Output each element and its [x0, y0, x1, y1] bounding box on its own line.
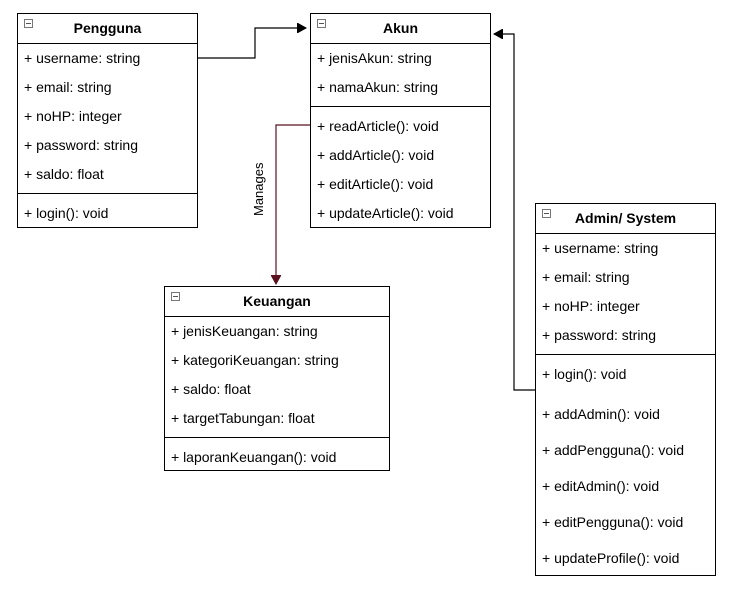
attribute-row: + noHP: integer	[542, 298, 640, 314]
collapse-icon[interactable]	[24, 19, 33, 28]
method-row: + editPengguna(): void	[542, 514, 684, 530]
class-title: Akun	[383, 20, 418, 36]
section-divider	[536, 354, 715, 355]
attribute-row: + jenisKeuangan: string	[171, 323, 318, 339]
section-divider	[311, 106, 490, 107]
attribute-row: + jenisAkun: string	[317, 50, 432, 66]
attribute-row: + noHP: integer	[24, 108, 122, 124]
class-akun[interactable]: Akun + jenisAkun: string + namaAkun: str…	[310, 13, 491, 228]
attribute-row: + email: string	[24, 79, 112, 95]
attribute-row: + username: string	[542, 240, 659, 256]
section-divider	[18, 193, 197, 194]
pengguna-to-akun-edge	[198, 28, 306, 59]
method-row: + updateArticle(): void	[317, 205, 454, 221]
method-row: + login(): void	[542, 366, 627, 382]
method-row: + addPengguna(): void	[542, 442, 685, 458]
class-pengguna-header: Pengguna	[18, 14, 197, 44]
attribute-row: + email: string	[542, 269, 630, 285]
attribute-row: + kategoriKeuangan: string	[171, 352, 339, 368]
method-row: + editArticle(): void	[317, 176, 434, 192]
attribute-row: + targetTabungan: float	[171, 410, 315, 426]
method-row: + updateProfile(): void	[542, 550, 680, 566]
collapse-icon[interactable]	[317, 19, 326, 28]
class-admin-system[interactable]: Admin/ System + username: string + email…	[535, 203, 716, 576]
method-row: + addArticle(): void	[317, 147, 435, 163]
collapse-icon[interactable]	[542, 209, 551, 218]
method-row: + editAdmin(): void	[542, 478, 660, 494]
admin-to-akun-edge	[494, 34, 536, 391]
class-keuangan[interactable]: Keuangan + jenisKeuangan: string + kateg…	[164, 286, 390, 471]
class-admin-header: Admin/ System	[536, 204, 715, 234]
attribute-row: + namaAkun: string	[317, 79, 439, 95]
method-row: + laporanKeuangan(): void	[171, 449, 337, 465]
attribute-row: + password: string	[542, 327, 656, 343]
collapse-icon[interactable]	[171, 292, 180, 301]
attribute-row: + username: string	[24, 50, 141, 66]
section-divider	[165, 437, 389, 438]
attribute-row: + saldo: float	[171, 381, 251, 397]
class-title: Keuangan	[243, 293, 311, 309]
attribute-row: + password: string	[24, 137, 138, 153]
method-row: + readArticle(): void	[317, 118, 439, 134]
method-row: + login(): void	[24, 205, 109, 221]
class-pengguna[interactable]: Pengguna + username: string + email: str…	[17, 13, 198, 228]
class-title: Pengguna	[73, 20, 142, 36]
class-akun-header: Akun	[311, 14, 490, 44]
class-title: Admin/ System	[574, 210, 677, 226]
attribute-row: + saldo: float	[24, 166, 104, 182]
manages-label: Manages	[251, 162, 266, 216]
method-row: + addAdmin(): void	[542, 406, 660, 422]
akun-manages-keuangan-edge	[276, 124, 310, 284]
class-keuangan-header: Keuangan	[165, 287, 389, 317]
